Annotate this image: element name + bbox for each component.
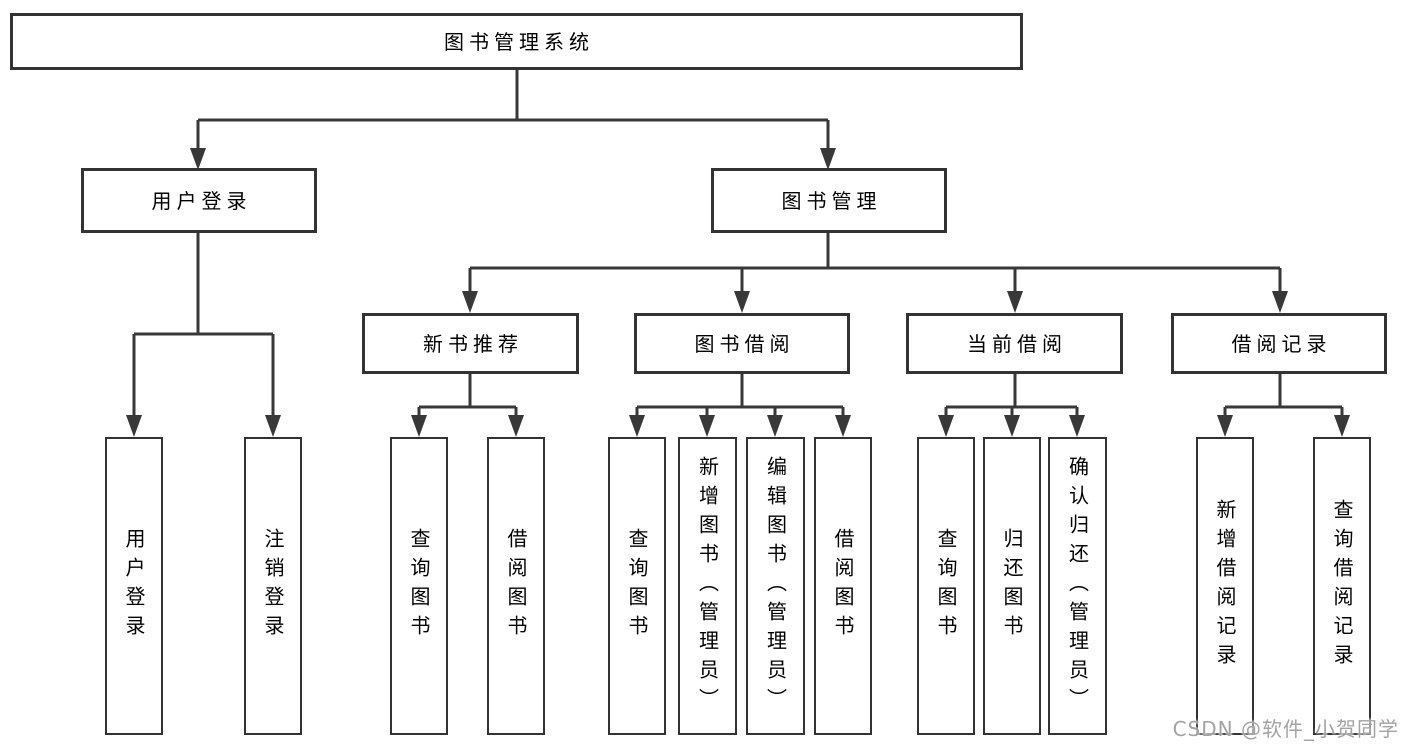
node-book-management: 图书管理	[711, 168, 947, 233]
arrow-head-icon	[938, 415, 954, 437]
leaf-user-login: 用户登录	[105, 437, 163, 735]
node-book-borrowing: 图书借阅	[634, 313, 850, 374]
leaf-records-add-record: 新增借阅记录	[1196, 437, 1254, 735]
arrow-head-icon	[835, 415, 851, 437]
arrow-head-icon	[1217, 415, 1233, 437]
arrow-head-icon	[699, 415, 715, 437]
arrow-head-icon	[190, 148, 206, 170]
arrow-head-icon	[126, 415, 142, 437]
arrow-head-icon	[1069, 415, 1085, 437]
leaf-borrow-add-books-admin: 新增图书（管理员）	[678, 437, 737, 735]
leaf-recommend-query-books: 查询图书	[390, 437, 448, 735]
arrow-head-icon	[462, 291, 478, 313]
node-user-login: 用户登录	[81, 168, 317, 233]
arrow-head-icon	[734, 291, 750, 313]
arrow-head-icon	[820, 148, 836, 170]
csdn-watermark: CSDN @软件_小贺同学	[1172, 717, 1399, 741]
leaf-current-query-books: 查询图书	[917, 437, 975, 735]
arrow-head-icon	[1334, 415, 1350, 437]
leaf-records-query-record: 查询借阅记录	[1313, 437, 1371, 735]
leaf-borrow-query-books: 查询图书	[608, 437, 666, 735]
node-borrowing-records: 借阅记录	[1171, 313, 1387, 374]
arrow-head-icon	[265, 415, 281, 437]
leaf-current-return-books: 归还图书	[983, 437, 1041, 735]
leaf-logout-login: 注销登录	[244, 437, 302, 735]
node-current-borrowing: 当前借阅	[906, 313, 1123, 374]
arrow-head-icon	[629, 415, 645, 437]
leaf-current-confirm-return-admin: 确认归还（管理员）	[1048, 437, 1107, 735]
arrow-head-icon	[767, 415, 783, 437]
node-new-book-recommendation: 新书推荐	[362, 313, 579, 374]
arrow-head-icon	[1272, 291, 1288, 313]
connector-path	[132, 70, 1344, 420]
node-library-management-system: 图书管理系统	[10, 13, 1023, 70]
leaf-borrow-borrow-books: 借阅图书	[814, 437, 872, 735]
arrow-head-icon	[1007, 291, 1023, 313]
arrow-heads	[126, 148, 1350, 437]
arrow-head-icon	[411, 415, 427, 437]
leaf-recommend-borrow-books: 借阅图书	[487, 437, 545, 735]
arrow-head-icon	[508, 415, 524, 437]
arrow-head-icon	[1004, 415, 1020, 437]
leaf-borrow-edit-books-admin: 编辑图书（管理员）	[746, 437, 805, 735]
